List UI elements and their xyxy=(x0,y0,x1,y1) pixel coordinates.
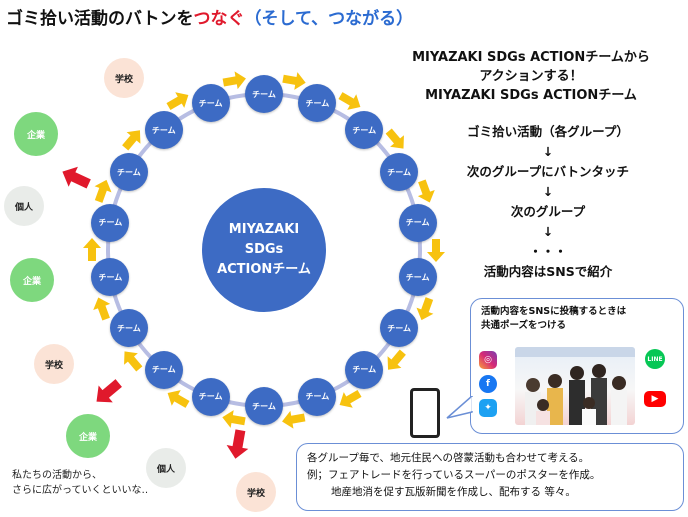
sns-callout: 活動内容をSNSに投稿するときは 共通ポーズをつける ◎ f ✦ LINE ▶ xyxy=(470,298,684,434)
baton-arrow xyxy=(94,179,112,203)
twitter-icon: ✦ xyxy=(479,399,497,417)
callout-line-1: 活動内容をSNSに投稿するときは xyxy=(481,306,627,317)
bubble-label: 学校 xyxy=(44,360,63,371)
box-line-2: 例；フェアトレードを行っているスーパーのポスターを作成。 xyxy=(307,469,601,481)
baton-arrow xyxy=(167,390,190,408)
baton-arrow xyxy=(338,92,361,110)
baton-arrow xyxy=(387,349,406,370)
team-node: チーム xyxy=(298,84,337,123)
baton-arrow xyxy=(339,389,362,408)
callout-text: 活動内容をSNSに投稿するときは 共通ポーズをつける xyxy=(481,305,626,333)
baton-arrow xyxy=(124,351,143,372)
baton-arrow xyxy=(222,410,246,428)
school-bubble-1: 学校 xyxy=(104,58,144,98)
team-node: チーム xyxy=(191,377,230,416)
company-bubble-3: 企業 xyxy=(66,414,110,458)
team-node: チーム xyxy=(91,203,130,242)
team-node: チーム xyxy=(398,203,437,242)
line-icon: LINE xyxy=(645,349,665,369)
youtube-icon: ▶ xyxy=(644,391,666,407)
group-photo xyxy=(515,347,635,425)
baton-arrow xyxy=(417,179,435,203)
company-bubble-1: 企業 xyxy=(14,112,58,156)
team-node: チーム xyxy=(191,84,230,123)
smartphone-icon xyxy=(410,388,440,438)
center-line-2: SDGs xyxy=(244,242,284,257)
heading-line-3: MIYAZAKI SDGs ACTIONチーム xyxy=(425,88,637,103)
flow-steps: ゴミ拾い活動（各グループ） ↓ 次のグループにバトンタッチ ↓ 次のグループ ↓… xyxy=(412,122,684,282)
title-part-3: （そして、つながる） xyxy=(244,9,414,29)
bubble-label: 企業 xyxy=(26,130,45,141)
bubble-label: 個人 xyxy=(14,202,33,213)
company-bubble-2: 企業 xyxy=(10,258,54,302)
flow-step-2: 次のグループにバトンタッチ xyxy=(466,164,630,179)
bubble-label: 学校 xyxy=(246,488,265,499)
baton-arrow xyxy=(93,297,111,321)
title-part-2: つなぐ xyxy=(193,9,245,29)
note-line-1: 私たちの活動から、 xyxy=(12,470,102,481)
baton-arrow xyxy=(427,239,445,262)
callout-pointer xyxy=(446,396,475,419)
team-node: チーム xyxy=(144,111,183,150)
callout-line-2: 共通ポーズをつける xyxy=(481,320,567,331)
team-node: チーム xyxy=(345,111,384,150)
flow-dots: ・・・ xyxy=(529,244,567,259)
closing-note: 私たちの活動から、 さらに広がっていくといいな‥ xyxy=(12,468,148,498)
activity-note-box: 各グループ毎で、地元住民への啓蒙活動も合わせて考える。 例；フェアトレードを行っ… xyxy=(296,443,684,511)
individual-bubble-2: 個人 xyxy=(146,448,186,488)
team-node: チーム xyxy=(245,387,283,425)
team-node: チーム xyxy=(109,153,148,191)
bubble-label: 企業 xyxy=(22,276,41,287)
right-heading: MIYAZAKI SDGs ACTIONチームから アクションする！ MIYAZ… xyxy=(378,48,684,105)
heading-line-2: アクションする！ xyxy=(479,69,583,84)
team-node: チーム xyxy=(345,350,384,389)
team-node: チーム xyxy=(380,153,419,191)
team-node: チーム xyxy=(109,309,148,347)
flow-arrow-3: ↓ xyxy=(542,224,554,239)
baton-arrow xyxy=(83,238,101,261)
instagram-icon: ◎ xyxy=(479,351,497,369)
title-part-1: ゴミ拾い活動のバトンを xyxy=(6,9,194,29)
flow-step-1: ゴミ拾い活動（各グループ） xyxy=(467,124,629,139)
team-node: チーム xyxy=(144,350,183,389)
baton-arrow xyxy=(122,130,141,151)
individual-bubble-1: 個人 xyxy=(4,186,44,226)
baton-arrow xyxy=(166,92,189,111)
center-line-3: ACTIONチーム xyxy=(217,262,311,277)
team-node: チーム xyxy=(245,75,283,113)
school-bubble-3: 学校 xyxy=(236,472,276,512)
center-circle: MIYAZAKI SDGs ACTIONチーム xyxy=(202,188,326,312)
box-line-3: 地産地消を促す瓦版新聞を作成し、配布する 等々。 xyxy=(331,486,576,498)
bubble-label: 個人 xyxy=(156,464,175,475)
flow-step-4: 活動内容はSNSで紹介 xyxy=(483,264,613,279)
baton-arrow xyxy=(385,128,404,149)
spread-arrow xyxy=(96,379,122,403)
facebook-icon: f xyxy=(479,375,497,393)
bubble-label: 学校 xyxy=(114,74,133,85)
baton-arrow xyxy=(282,72,306,90)
heading-line-1: MIYAZAKI SDGs ACTIONチームから xyxy=(412,50,650,65)
team-node: チーム xyxy=(91,258,130,297)
team-node: チーム xyxy=(298,377,337,416)
baton-arrow xyxy=(416,297,434,321)
note-line-2: さらに広がっていくといいな‥ xyxy=(12,485,149,496)
page-title: ゴミ拾い活動のバトンをつなぐ（そして、つながる） xyxy=(6,4,413,29)
bubble-label: 企業 xyxy=(78,432,97,443)
spread-arrow xyxy=(62,166,91,189)
flow-arrow-1: ↓ xyxy=(542,144,554,159)
flow-step-3: 次のグループ xyxy=(510,204,586,219)
team-node: チーム xyxy=(398,258,437,297)
school-bubble-2: 学校 xyxy=(34,344,74,384)
center-line-1: MIYAZAKI xyxy=(228,222,300,237)
team-node: チーム xyxy=(380,309,419,347)
flow-arrow-2: ↓ xyxy=(542,184,554,199)
line-icon-text: LINE xyxy=(647,355,663,363)
box-line-1: 各グループ毎で、地元住民への啓蒙活動も合わせて考える。 xyxy=(307,452,590,464)
baton-arrow xyxy=(222,71,246,90)
baton-arrow xyxy=(282,410,306,429)
spread-arrow xyxy=(226,429,249,459)
